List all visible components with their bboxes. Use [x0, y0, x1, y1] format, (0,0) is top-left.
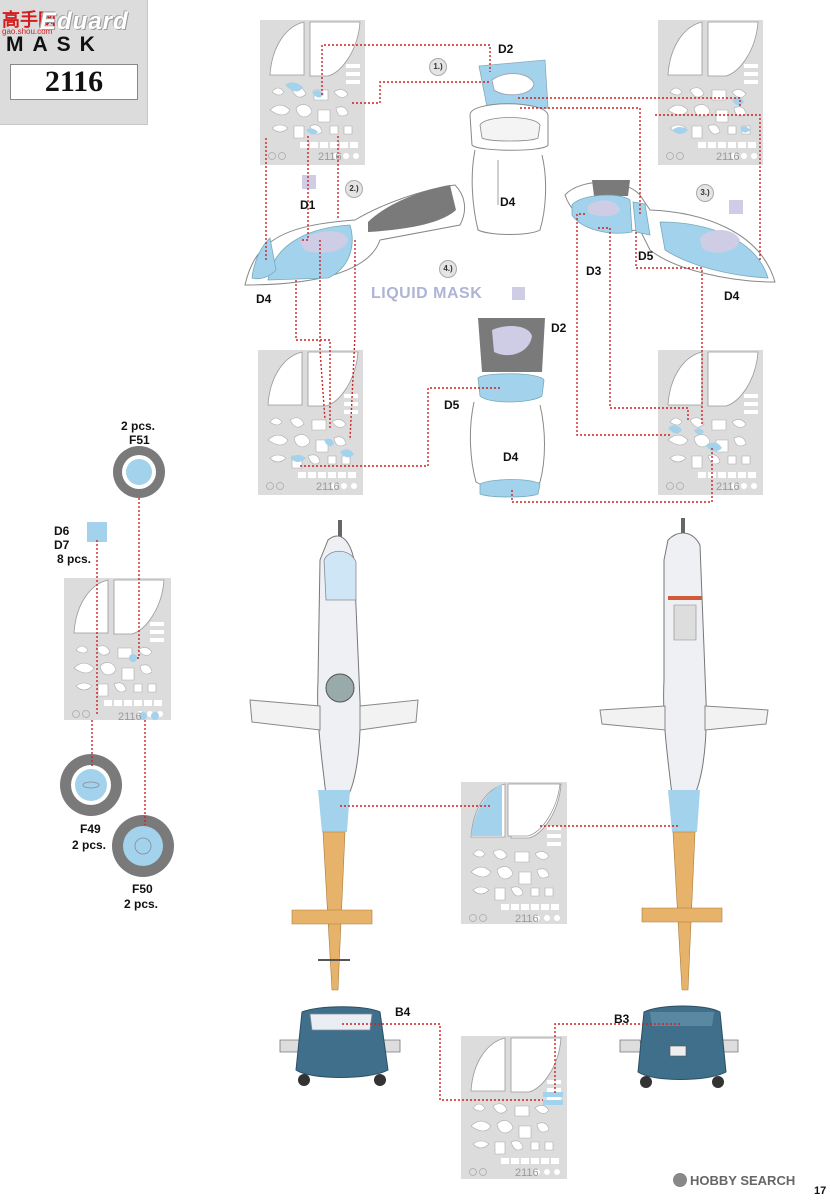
- product-line: MASK: [6, 33, 104, 56]
- step-1: 1.): [429, 58, 447, 76]
- mask-sheet-mid-left: [258, 350, 363, 495]
- hobby-search-logo-icon: [673, 1173, 687, 1187]
- sheet-code-label: 2116: [316, 481, 340, 493]
- mask-sheet-mid-right: [658, 350, 763, 495]
- mask-sheet-rotor: [461, 782, 567, 924]
- helicopter-top-view-right: [599, 518, 769, 991]
- sheet-code-label: 2116: [118, 711, 142, 723]
- label-d4-center-top: D4: [500, 195, 516, 209]
- label-d7: D7: [54, 538, 70, 552]
- canopy-side-left: [244, 184, 466, 286]
- sheet-code-label: 2116: [515, 913, 539, 925]
- mask-sheet-top-right: [658, 20, 763, 165]
- canopy-d2-mid: [469, 318, 545, 498]
- label-f50: F50: [132, 882, 153, 896]
- label-f50-qty: 2 pcs.: [124, 897, 159, 911]
- canopy-side-right: [564, 180, 776, 283]
- product-code: 2116: [10, 64, 138, 100]
- liquid-mask-label: LIQUID MASK: [371, 285, 483, 302]
- canopy-d2-top: [478, 59, 549, 113]
- label-f49-qty: 2 pcs.: [72, 838, 107, 852]
- label-b3: B3: [614, 1012, 630, 1026]
- label-d4-right: D4: [724, 289, 740, 303]
- sheet-code-label: 2116: [318, 151, 342, 163]
- footer-watermark: HOBBY SEARCH: [690, 1173, 796, 1188]
- label-f49: F49: [80, 822, 101, 836]
- label-f51-qty: 2 pcs.: [121, 419, 156, 433]
- canopy-d4-center-top: [469, 103, 549, 235]
- label-d5-right: D5: [638, 249, 654, 263]
- label-d4-left: D4: [256, 292, 272, 306]
- label-d1: D1: [300, 198, 316, 212]
- wheel-f49: [60, 754, 122, 816]
- label-f51: F51: [129, 433, 150, 447]
- liquid-swatch-d4-right: [729, 200, 743, 214]
- car-right: [619, 1005, 739, 1088]
- page-number: 17: [814, 1185, 827, 1197]
- header-logo-box: 高手网 gao.shou.com Eduard MASK 2116: [0, 0, 148, 125]
- mask-sheet-top-left: [260, 20, 365, 165]
- label-d6d7-qty: 8 pcs.: [57, 552, 92, 566]
- mask-sheet-cars: [461, 1036, 567, 1179]
- wheel-f50: [112, 815, 174, 877]
- step-4: 4.): [439, 260, 457, 278]
- label-d2-mid: D2: [551, 321, 567, 335]
- mask-d6-d7: [87, 522, 107, 542]
- sheet-code-label: 2116: [515, 1167, 539, 1179]
- brand-logo: Eduard: [40, 8, 129, 35]
- car-left: [279, 1006, 401, 1086]
- label-d3: D3: [586, 264, 602, 278]
- liquid-swatch-d1: [302, 175, 316, 189]
- site-url: gao.shou.com: [2, 27, 53, 36]
- sheet-code-label: 2116: [716, 151, 740, 163]
- wheel-f51: [113, 446, 165, 498]
- step-3: 3.): [696, 184, 714, 202]
- sheet-code-label: 2116: [716, 481, 740, 493]
- site-logo: 高手网: [2, 10, 56, 30]
- label-d5-center: D5: [444, 398, 460, 412]
- label-d4-center-bottom: D4: [503, 450, 519, 464]
- liquid-mask-swatch: [512, 287, 525, 300]
- label-d2-top: D2: [498, 42, 514, 56]
- label-d6: D6: [54, 524, 70, 538]
- leader-lines: [91, 44, 761, 1101]
- step-2: 2.): [345, 180, 363, 198]
- label-b4: B4: [395, 1005, 411, 1019]
- mask-sheet-wheels: [64, 578, 171, 720]
- helicopter-top-view-left: [249, 520, 419, 991]
